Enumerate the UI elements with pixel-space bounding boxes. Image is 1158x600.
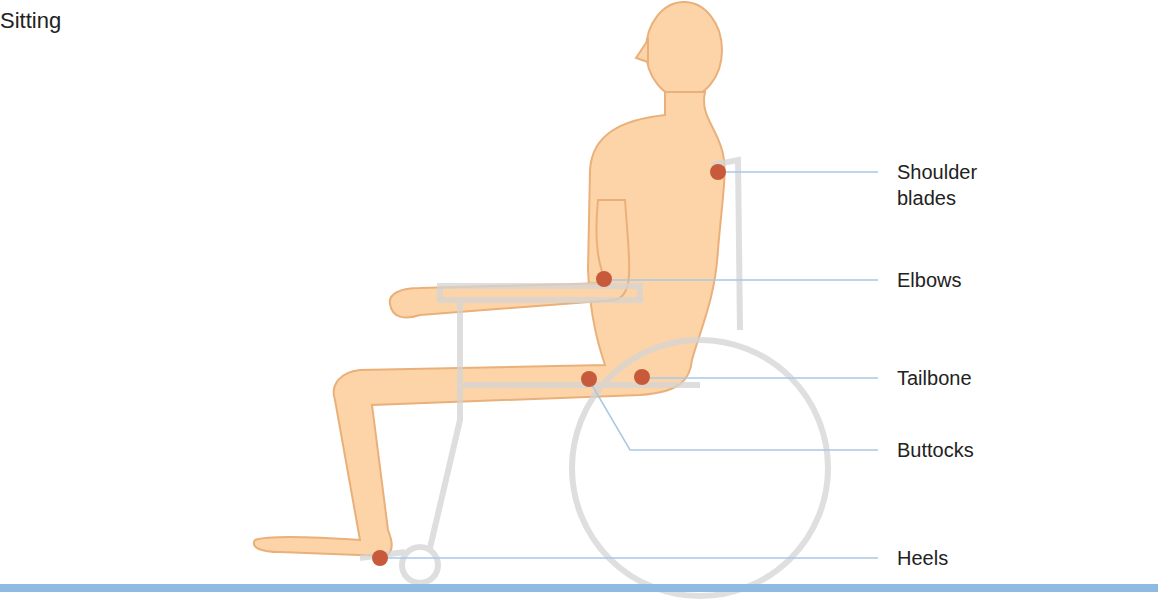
body (254, 92, 725, 556)
pressure-dot (596, 271, 612, 287)
front-frame (430, 300, 460, 548)
armrest (440, 286, 640, 300)
pressure-dot (710, 164, 726, 180)
caster-wheel (402, 547, 438, 583)
body-part-label: Tailbone (897, 365, 1057, 391)
floor-line (0, 584, 1158, 592)
person-figure (254, 2, 725, 556)
pressure-points (372, 164, 726, 566)
leader-line (642, 377, 878, 379)
pressure-dot (581, 371, 597, 387)
backrest (712, 160, 740, 330)
seat (460, 382, 700, 388)
leader-lines (380, 172, 878, 558)
nose (636, 40, 648, 62)
body-part-label: Buttocks (897, 437, 1057, 463)
body-part-label: Heels (897, 545, 1057, 571)
leader-line (718, 171, 878, 173)
body-part-label: Elbows (897, 267, 1057, 293)
head (646, 2, 722, 98)
pressure-dot (372, 550, 388, 566)
body-part-label: Shoulder blades (897, 159, 987, 211)
pressure-dot (634, 369, 650, 385)
leader-line (380, 557, 878, 559)
leader-line (589, 380, 878, 450)
leader-line (604, 279, 878, 281)
diagram-title: Sitting (0, 8, 61, 34)
